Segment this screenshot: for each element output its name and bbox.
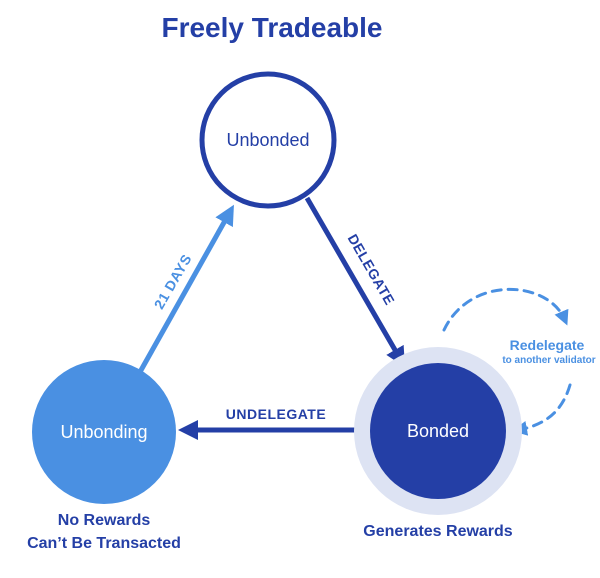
redelegate-loop-return-arrow [512,383,572,436]
delegate-label: DELEGATE [345,231,398,308]
diagram-title: Freely Tradeable [161,12,382,43]
unbonded-label: Unbonded [226,130,309,150]
unbonded-node [199,71,337,209]
unbonding-caption-line2: Can’t Be Transacted [27,535,181,552]
unbonding-label: Unbonding [60,422,147,442]
unbonding-period-arrow [137,204,234,374]
undelegate-label: UNDELEGATE [226,406,326,422]
delegate-arrow [304,196,406,368]
bonded-label: Bonded [407,421,469,441]
bonded-caption: Generates Rewards [363,523,513,540]
unbonding-node [32,360,176,504]
redelegate-loop-arrow [442,287,569,332]
bonded-node [370,363,506,499]
redelegate-sublabel: to another validator [502,355,595,366]
redelegate-label: Redelegate [510,337,585,353]
unbonding-caption-line1: No Rewards [58,512,151,529]
